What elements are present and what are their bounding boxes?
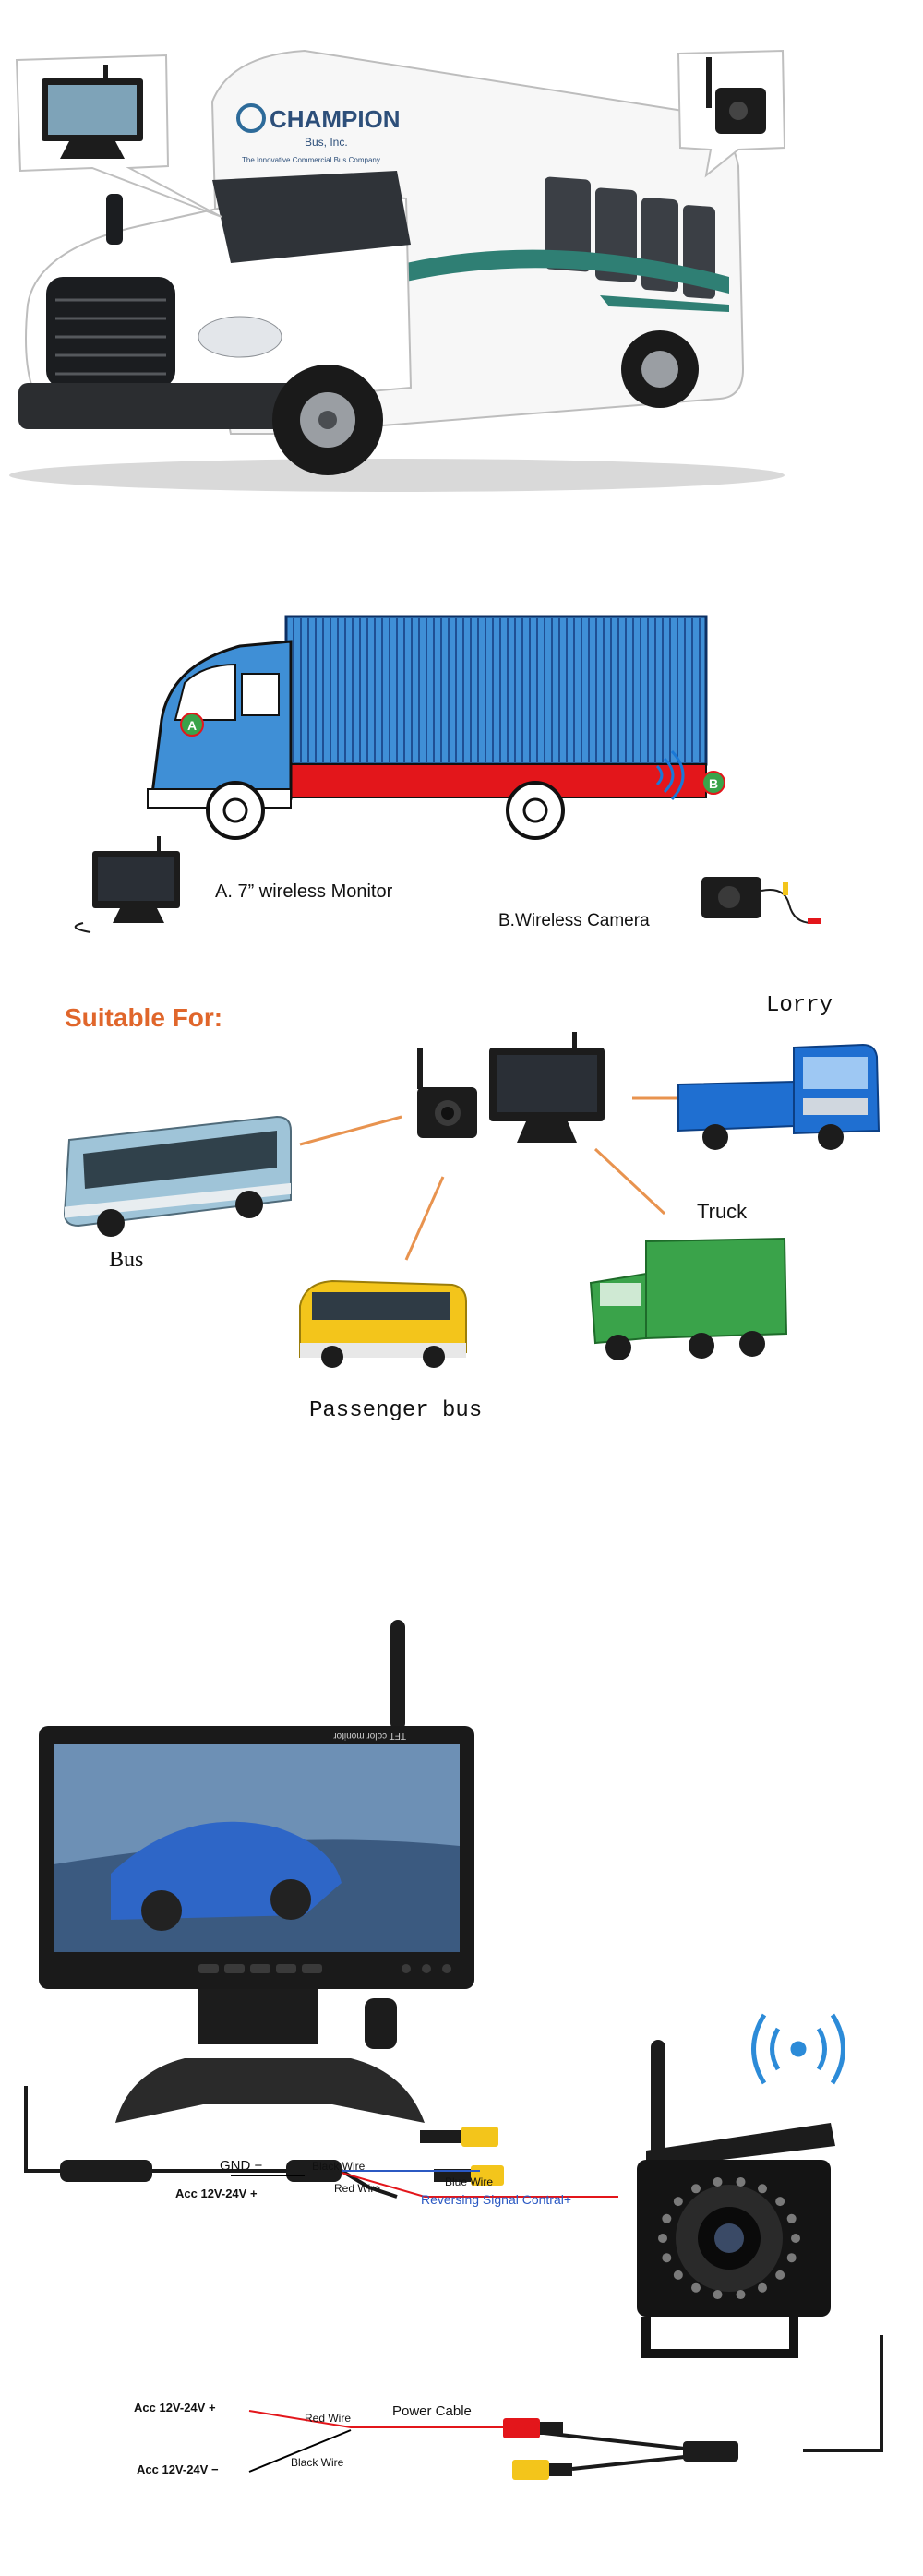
wire-black-bottom-label: Black Wire	[291, 2456, 344, 2469]
monitor-antenna	[390, 1620, 405, 1731]
bus-headlight	[198, 316, 282, 358]
bus-mirror	[106, 194, 123, 245]
product-camera	[637, 2040, 835, 2358]
camera-led	[713, 2290, 723, 2300]
callout-camera	[677, 49, 786, 178]
truck-chassis	[285, 763, 707, 798]
camera-cable	[534, 2335, 883, 2471]
truck-diagram: A B A. 7” wireless Monitor B	[74, 615, 821, 933]
bus-bumper	[18, 383, 295, 429]
bus-brand-sub: Bus, Inc.	[305, 136, 348, 149]
camera-led	[662, 2253, 672, 2263]
svg-text:A: A	[187, 718, 197, 733]
power-wires	[248, 2410, 503, 2473]
camera-led	[791, 2234, 800, 2243]
rca-socket-red	[503, 2418, 563, 2438]
monitor-wires	[231, 2170, 618, 2198]
camera-led	[673, 2197, 683, 2207]
camera-led	[786, 2213, 797, 2223]
wiring-diagram: TFT color monitor	[24, 1620, 883, 2480]
wire-red-bottom-label: Red Wire	[305, 2412, 351, 2425]
truck-front-wheel	[206, 781, 265, 840]
lorry-image	[677, 1043, 881, 1150]
passenger-bus-image	[299, 1279, 467, 1368]
wifi-signal-icon	[751, 2013, 845, 2085]
marker-b: B	[701, 771, 725, 795]
svg-text:B: B	[709, 776, 718, 791]
center-camera-icon	[417, 1048, 477, 1138]
monitor-stand	[115, 1989, 425, 2123]
camera-led	[758, 2282, 767, 2293]
green-truck-image	[589, 1237, 788, 1360]
wifi-icon	[655, 749, 685, 801]
camera-antenna	[651, 2040, 665, 2160]
camera-led	[662, 2213, 672, 2223]
wire-red-top-label: Red Wire	[334, 2182, 380, 2195]
camera-led	[658, 2234, 667, 2243]
bus-illustration: CHAMPION Bus, Inc. The Innovative Commer…	[9, 49, 786, 492]
camera-thumbnail	[701, 877, 821, 924]
monitor-brand-label: TFT color monitor	[333, 1731, 406, 1741]
wire-blue-label: Blue Wire	[445, 2175, 493, 2188]
container-ribs	[293, 618, 701, 762]
label-passenger-bus: Passenger bus	[309, 1398, 482, 1423]
label-monitor: A. 7” wireless Monitor	[215, 881, 393, 902]
suitable-heading: Suitable For:	[65, 1003, 222, 1032]
camera-led	[691, 2184, 701, 2194]
bus-grille	[46, 277, 175, 388]
camera-led	[736, 2290, 746, 2300]
bus-brand-tag: The Innovative Commercial Bus Company	[242, 156, 380, 164]
installation-diagram-section: A B A. 7” wireless Monitor B	[0, 609, 923, 960]
wire-acc-bottom-plus-label: Acc 12V-24V +	[134, 2401, 216, 2414]
wire-acc-top-label: Acc 12V-24V +	[175, 2187, 258, 2200]
truck-cab-window	[174, 663, 236, 721]
bus-stripe	[406, 249, 729, 294]
bus-brand-name: CHAMPION	[270, 105, 401, 133]
bus-rear-wheel	[621, 330, 699, 408]
city-bus-image	[63, 1115, 292, 1237]
callout-monitor	[15, 54, 222, 218]
suitable-for-section: Suitable For:	[0, 978, 923, 1440]
label-bus: Bus	[109, 1248, 143, 1272]
power-cable-label: Power Cable	[392, 2403, 472, 2419]
wire-black-top-label: Black Wire	[312, 2160, 366, 2173]
camera-led	[713, 2176, 723, 2187]
camera-led	[673, 2270, 683, 2280]
truck-rear-wheel	[506, 781, 565, 840]
label-camera: B.Wireless Camera	[498, 911, 650, 930]
center-monitor-icon	[489, 1032, 605, 1143]
camera-led	[691, 2282, 701, 2293]
connector-left	[60, 2160, 152, 2182]
connector-lines	[299, 1096, 678, 1261]
bus-windshield	[212, 171, 411, 263]
monitor-thumbnail	[74, 836, 180, 933]
monitor-cable	[24, 2086, 398, 2199]
camera-led	[775, 2197, 785, 2207]
product-monitor: TFT color monitor	[39, 1726, 474, 1989]
camera-led	[758, 2184, 767, 2194]
wire-gnd-label: GND −	[220, 2158, 263, 2174]
product-wiring-section: TFT color monitor	[0, 1606, 923, 2575]
wire-reversing-label: Reversing Signal Contral+	[421, 2192, 571, 2207]
label-truck: Truck	[697, 1200, 748, 1223]
camera-leds	[658, 2176, 800, 2300]
camera-splitter	[683, 2441, 738, 2462]
rca-plug-top	[420, 2127, 498, 2147]
bus-brand-logo: CHAMPION Bus, Inc. The Innovative Commer…	[236, 103, 401, 164]
monitor-buttons	[198, 1964, 451, 1973]
label-lorry: Lorry	[766, 993, 833, 1018]
camera-led	[775, 2270, 785, 2280]
ground-shadow	[9, 459, 785, 492]
bus-front-wheel	[272, 365, 383, 475]
rca-socket-yellow	[512, 2460, 572, 2480]
marker-a: A	[180, 713, 204, 737]
camera-led	[786, 2253, 797, 2263]
suitable-for-diagram: Suitable For:	[63, 993, 881, 1423]
bus-photo-section: CHAMPION Bus, Inc. The Innovative Commer…	[0, 0, 923, 498]
truck-container	[284, 615, 708, 766]
wire-acc-bottom-minus-label: Acc 12V-24V −	[137, 2462, 219, 2476]
camera-led	[736, 2176, 746, 2187]
